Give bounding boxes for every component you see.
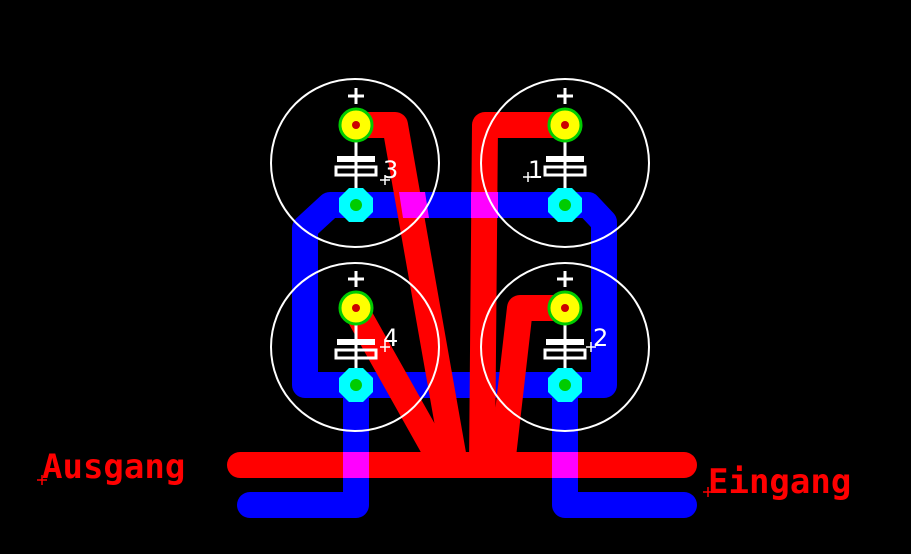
origin-cross-icon (703, 487, 713, 497)
capacitor-outline (480, 78, 650, 248)
origin-cross-icon (37, 475, 47, 485)
origin-cross-icon (380, 175, 390, 185)
overlap-c1-trace (471, 192, 498, 218)
capacitor-outline (270, 262, 440, 432)
plus-icon (348, 88, 364, 104)
origin-cross-icon (380, 342, 390, 352)
blue-ground-left (237, 372, 369, 518)
drill-hole (350, 379, 362, 391)
capacitor-plate-negative (334, 348, 378, 360)
capacitor-ref-label: 4 (383, 324, 398, 352)
plus-icon (348, 271, 364, 287)
red-trace-c4 (343, 297, 456, 478)
capacitor-c4: 4 (270, 262, 440, 432)
drill-hole (352, 121, 360, 129)
capacitor-outline (480, 262, 650, 432)
capacitor-plate-negative (543, 348, 587, 360)
capacitor-c1: 1 (480, 78, 650, 248)
drill-hole (561, 304, 569, 312)
plus-icon (557, 88, 573, 104)
overlap-c3-trace (399, 192, 429, 218)
drill-hole (559, 199, 571, 211)
capacitor-c3: 3 (270, 78, 440, 248)
capacitor-plate-positive (546, 339, 584, 345)
overlap-left-bus (343, 452, 369, 478)
capacitor-plate-positive (337, 156, 375, 162)
capacitor-ref-label: 3 (383, 156, 398, 184)
blue-ring-trace (292, 192, 617, 398)
bottom-copper-layer (237, 192, 697, 518)
capacitor-plate-positive (546, 156, 584, 162)
capacitor-plate-negative (543, 165, 587, 177)
capacitor-plate-positive (337, 339, 375, 345)
capacitor-plate-negative (334, 165, 378, 177)
capacitor-ref-label: 2 (593, 324, 608, 352)
red-trace-c1 (469, 112, 578, 478)
capacitor-c2: 2 (480, 262, 650, 432)
blue-ground-right (552, 372, 697, 518)
drill-hole (350, 199, 362, 211)
capacitor-outline (270, 78, 440, 248)
drill-hole (559, 379, 571, 391)
origin-cross-icon (586, 342, 596, 352)
origin-cross-icon (523, 172, 533, 182)
capacitor-ref-label: 1 (528, 156, 543, 184)
plus-icon (557, 271, 573, 287)
output-label: Ausgang (42, 447, 185, 487)
drill-hole (561, 121, 569, 129)
input-label: Eingang (708, 462, 851, 502)
overlap-right-bus (552, 452, 578, 478)
layer-overlap (343, 192, 578, 478)
drill-hole (352, 304, 360, 312)
